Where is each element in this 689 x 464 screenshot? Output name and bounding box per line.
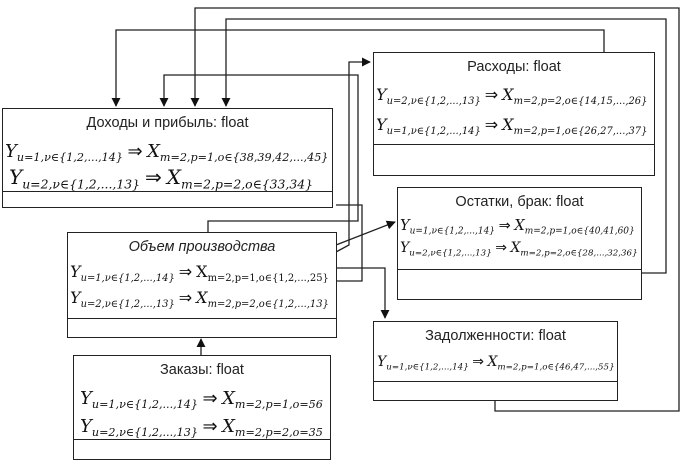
income-formula-2: Yu=2,ν∈{1,2,...,13}⇒Xm=2,p=2,o∈{33,34} (9, 167, 313, 191)
formula-lhs: Y (9, 165, 23, 189)
expenses-formula-1: Yu=2,ν∈{1,2,...,13}⇒Xm=2,p=2,o∈{14,15,..… (376, 87, 647, 107)
node-debts-title: Задолженности: float (425, 328, 566, 344)
node-remnants-title: Остатки, брак: float (455, 194, 584, 210)
formula-rhs: X (147, 141, 160, 162)
node-expenses-title: Расходы: float (467, 59, 561, 75)
formula-rhs-sub: m=2,p=2,o∈{33,34} (181, 176, 314, 192)
formula-lhs: Y (70, 262, 81, 281)
formula-rhs: X (222, 388, 235, 409)
formula-lhs: Y (400, 218, 410, 234)
node-divider (2, 191, 333, 192)
formula-rhs-sub: m=2,p=1,o∈{40,41,60} (524, 226, 635, 237)
implies-arrow: ⇒ (472, 354, 484, 370)
formula-lhs: Y (376, 85, 387, 104)
node-divider (373, 381, 618, 382)
node-remnants[interactable]: Остатки, брак: float Yu=1,ν∈{1,2,...,14}… (397, 187, 642, 300)
formula-lhs: Y (377, 354, 387, 370)
edge-expenses-to-income (111, 29, 605, 107)
formula-rhs-sub: m=2,p=1,o=56 (234, 398, 323, 412)
edge-production-to-income (159, 74, 359, 232)
formula-rhs-sub: m=2,p=2,o∈{1,2,...,13} (207, 298, 329, 310)
node-divider (397, 269, 642, 270)
edge-production-to-remnants (335, 220, 396, 246)
edge-production-right-loop (336, 204, 363, 282)
formula-rhs-sub: m=2,p=1,o∈{38,39,42,...,45} (159, 151, 329, 165)
edge-production-to-debts (336, 267, 390, 319)
implies-arrow: ⇒ (178, 288, 193, 307)
formula-lhs-sub: u=1,ν∈{1,2,...,14} (386, 125, 481, 137)
implies-arrow: ⇒ (178, 262, 193, 281)
formula-rhs: X (502, 115, 514, 134)
expenses-formula-2: Yu=1,ν∈{1,2,...,14}⇒Xm=2,p=1,o∈{26,27,..… (376, 117, 647, 137)
formula-rhs-sub: m=2,p=1,o∈{1,2,...,25} (207, 272, 329, 284)
node-debts[interactable]: Задолженности: float Yu=1,ν∈{1,2,...,14}… (373, 321, 618, 401)
income-formula-1: Yu=1,ν∈{1,2,...,14} ⇒Xm=2,p=1,o∈{38,39,42… (5, 141, 329, 165)
formula-rhs: X (166, 165, 182, 189)
node-production-title: Объем производства (128, 239, 276, 255)
implies-arrow: ⇒ (145, 165, 162, 189)
orders-formula-1: Yu=1,ν∈{1,2,...,14} ⇒Xm=2,p=1,o=56 (80, 388, 323, 412)
formula-rhs: X (502, 85, 514, 104)
formula-lhs-sub: u=2,ν∈{1,2,...,13} (91, 426, 198, 440)
orders-formula-2: Yu=2,ν∈{1,2,...,13} ⇒Xm=2,p=2,o=35 (80, 416, 323, 440)
formula-lhs-sub: u=1,ν∈{1,2,...,14} (409, 226, 496, 237)
formula-rhs: X (222, 416, 235, 437)
edge-debts-to-income (190, 7, 680, 412)
implies-arrow: ⇒ (127, 141, 143, 162)
formula-lhs-sub: u=2,ν∈{1,2,...,13} (22, 176, 141, 192)
formula-rhs: X (510, 240, 521, 256)
implies-arrow: ⇒ (202, 416, 218, 437)
formula-lhs: Y (80, 416, 92, 437)
node-income[interactable]: Доходы и прибыль: float Yu=1,ν∈{1,2,...,… (2, 108, 333, 208)
formula-lhs: Y (70, 288, 81, 307)
formula-lhs-sub: u=2,ν∈{1,2,...,13} (409, 248, 492, 259)
node-divider (373, 144, 655, 145)
formula-rhs: X (487, 354, 498, 370)
formula-rhs-sub: m=2,p=2,o=35 (234, 426, 323, 440)
node-expenses[interactable]: Расходы: float Yu=2,ν∈{1,2,...,13}⇒Xm=2,… (373, 52, 655, 176)
formula-lhs: Y (5, 141, 17, 162)
formula-lhs-sub: u=1,ν∈{1,2,...,14} (80, 272, 175, 284)
formula-rhs-sub: m=2,p=1,o∈{26,27,...,37} (513, 125, 648, 137)
implies-arrow: ⇒ (484, 115, 499, 134)
edge-remnants-to-income (221, 18, 667, 274)
formula-lhs-sub: u=1,ν∈{1,2,...,14} (91, 398, 198, 412)
formula-rhs: X (196, 288, 208, 307)
formula-rhs-sub: m=2,p=2,o∈{28,...,32,36} (520, 248, 638, 259)
formula-rhs: X (514, 218, 525, 234)
production-formula-1: Yu=1,ν∈{1,2,...,14}⇒Xm=2,p=1,o∈{1,2,...,… (70, 264, 329, 284)
formula-rhs-sub: m=2,p=1,o∈{46,47,...,55} (497, 362, 615, 373)
formula-lhs: Y (80, 388, 92, 409)
node-divider (74, 439, 330, 440)
node-production[interactable]: Объем производства Yu=1,ν∈{1,2,...,14}⇒X… (67, 232, 337, 338)
node-orders[interactable]: Заказы: float Yu=1,ν∈{1,2,...,14} ⇒Xm=2,p… (73, 355, 331, 460)
node-income-title: Доходы и прибыль: float (86, 115, 249, 131)
implies-arrow: ⇒ (484, 85, 499, 104)
edge-production-to-expenses (335, 57, 371, 253)
remnants-formula-2: Yu=2,ν∈{1,2,...,13}⇒Xm=2,p=2,o∈{28,...,3… (400, 241, 638, 258)
debts-formula-1: Yu=1,ν∈{1,2,...,14}⇒Xm=2,p=1,o∈{46,47,..… (377, 355, 615, 372)
formula-lhs: Y (400, 240, 410, 256)
formula-rhs-sub: m=2,p=2,o∈{14,15,...,26} (513, 95, 648, 107)
implies-arrow: ⇒ (498, 218, 511, 234)
formula-lhs-sub: u=1,ν∈{1,2,...,14} (16, 151, 123, 165)
formula-lhs-sub: u=2,ν∈{1,2,...,13} (386, 95, 481, 107)
formula-rhs: X (196, 262, 208, 281)
implies-arrow: ⇒ (202, 388, 218, 409)
node-orders-title: Заказы: float (160, 362, 244, 378)
production-formula-2: Yu=2,ν∈{1,2,...,13}⇒Xm=2,p=2,o∈{1,2,...,… (70, 290, 329, 310)
formula-lhs: Y (376, 115, 387, 134)
formula-lhs-sub: u=2,ν∈{1,2,...,13} (80, 298, 175, 310)
formula-lhs-sub: u=1,ν∈{1,2,...,14} (386, 362, 469, 373)
node-divider (67, 318, 337, 319)
remnants-formula-1: Yu=1,ν∈{1,2,...,14}⇒Xm=2,p=1,o∈{40,41,60… (400, 219, 635, 236)
implies-arrow: ⇒ (495, 240, 507, 256)
